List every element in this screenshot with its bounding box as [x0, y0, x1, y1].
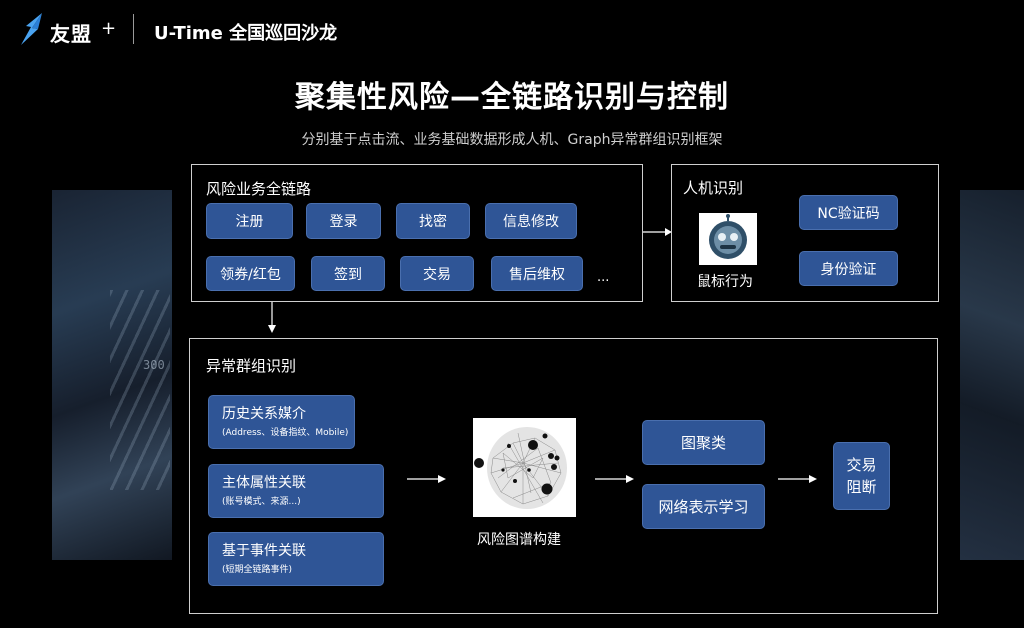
source-event-relation-main: 基于事件关联 [222, 542, 306, 559]
chain-step-register: 注册 [206, 203, 293, 239]
background-photo-left-number: 300 [143, 358, 165, 372]
source-event-relation-sub: (短期全链路事件) [222, 564, 293, 575]
arrow-right-icon [778, 475, 817, 483]
background-photo-left [52, 190, 172, 560]
chain-more-ellipsis: ... [597, 270, 610, 285]
source-entity-attribute-main: 主体属性关联 [222, 474, 306, 491]
transaction-block-box: 交易阻断 [833, 442, 890, 510]
chain-step-login: 登录 [306, 203, 381, 239]
network-embedding-box: 网络表示学习 [642, 484, 765, 529]
header-divider [133, 14, 134, 44]
source-event-relation: 基于事件关联 (短期全链路事件) [208, 532, 384, 586]
chain-step-profile-edit: 信息修改 [485, 203, 577, 239]
chain-step-trade: 交易 [400, 256, 474, 291]
source-entity-attribute: 主体属性关联 (账号模式、来源...) [208, 464, 384, 518]
source-entity-attribute-sub: (账号模式、来源...) [222, 496, 301, 507]
identity-verification-button: 身份验证 [799, 251, 898, 286]
chain-step-password: 找密 [396, 203, 470, 239]
nc-captcha-button: NC验证码 [799, 195, 898, 230]
risk-graph-label: 风险图谱构建 [477, 532, 561, 548]
brand-plus: + [101, 18, 117, 39]
risk-graph-network-icon [473, 418, 576, 517]
page-title: 聚集性风险—全链路识别与控制 [295, 80, 729, 115]
arrow-right-icon [643, 228, 672, 236]
chain-step-after-sale: 售后维权 [491, 256, 583, 291]
event-name: U-Time 全国巡回沙龙 [154, 23, 338, 44]
chain-step-checkin: 签到 [311, 256, 385, 291]
graph-clustering-box: 图聚类 [642, 420, 765, 465]
umeng-logo-icon [21, 13, 42, 45]
arrow-right-icon [595, 475, 634, 483]
background-photo-left-stripes [110, 290, 170, 490]
arrow-down-icon [268, 302, 276, 333]
mouse-behavior-label: 鼠标行为 [697, 274, 753, 290]
robot-icon [699, 213, 757, 265]
background-photo-right [960, 190, 1024, 560]
abnormal-group-title: 异常群组识别 [206, 357, 297, 375]
business-chain-title: 风险业务全链路 [206, 180, 312, 198]
source-history-relation: 历史关系媒介 (Address、设备指纹、Mobile) [208, 395, 355, 449]
source-history-relation-sub: (Address、设备指纹、Mobile) [222, 427, 349, 438]
page-subtitle: 分别基于点击流、业务基础数据形成人机、Graph异常群组识别框架 [301, 132, 723, 148]
source-history-relation-main: 历史关系媒介 [222, 405, 306, 422]
brand-name: 友盟 [50, 22, 92, 46]
chain-step-coupon: 领券/红包 [206, 256, 295, 291]
human-machine-title: 人机识别 [683, 179, 744, 197]
arrow-right-icon [407, 475, 446, 483]
